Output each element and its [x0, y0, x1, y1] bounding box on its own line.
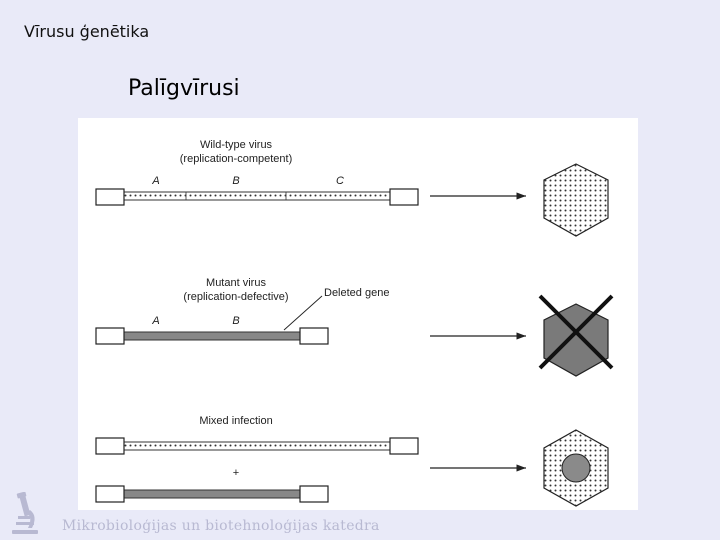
helper-virus-figure: Wild-type virus (replication-competent) … — [78, 118, 638, 510]
mixed-mutant-genome-bar — [123, 489, 301, 499]
mutant-gene-b-label: B — [232, 315, 239, 327]
footer: Mikrobioloģijas un biotehnoloģijas kated… — [0, 492, 720, 540]
mixed-wt-left-end — [95, 437, 125, 455]
mixed-infection-label: Mixed infection — [199, 415, 272, 427]
deleted-gene-label: Deleted gene — [324, 287, 389, 299]
mutant-genome-bar — [123, 331, 301, 341]
defective-virion-hexagon — [543, 303, 609, 377]
cross-icon-stroke-2 — [538, 294, 614, 370]
mixed-infection-group: Mixed infection + — [95, 415, 609, 507]
mixed-mutant-right-end — [299, 485, 329, 503]
wild-type-right-end — [389, 188, 419, 206]
plus-sign: + — [233, 467, 239, 479]
mutant-virus-group: Mutant virus (replication-defective) Del… — [95, 277, 614, 377]
gene-c-label: C — [336, 175, 344, 187]
wild-type-sublabel: (replication-competent) — [180, 153, 293, 165]
wild-type-virus-group: Wild-type virus (replication-competent) … — [95, 139, 609, 237]
mutant-sublabel: (replication-defective) — [183, 291, 288, 303]
microscope-icon — [12, 492, 38, 534]
infectious-virion-hexagon — [543, 163, 609, 237]
gene-b-label: B — [232, 175, 239, 187]
mutant-right-end — [299, 327, 329, 345]
mixed-wt-right-end — [389, 437, 419, 455]
deleted-gene-pointer — [283, 295, 323, 331]
mixed-mutant-left-end — [95, 485, 125, 503]
mutant-gene-a-label: A — [151, 315, 159, 327]
mutant-label: Mutant virus — [206, 277, 266, 289]
gene-a-label: A — [151, 175, 159, 187]
mixed-virion-core — [561, 453, 591, 483]
wild-type-label: Wild-type virus — [200, 139, 273, 151]
wild-type-left-end — [95, 188, 125, 206]
mutant-left-end — [95, 327, 125, 345]
wild-type-genome-bar — [123, 191, 391, 201]
mixed-wild-type-genome-bar — [123, 441, 391, 451]
slide-title: Palīgvīrusi — [128, 76, 240, 101]
department-name: Mikrobioloģijas un biotehnoloģijas kated… — [62, 518, 380, 534]
course-title: Vīrusu ģenētika — [24, 22, 150, 41]
